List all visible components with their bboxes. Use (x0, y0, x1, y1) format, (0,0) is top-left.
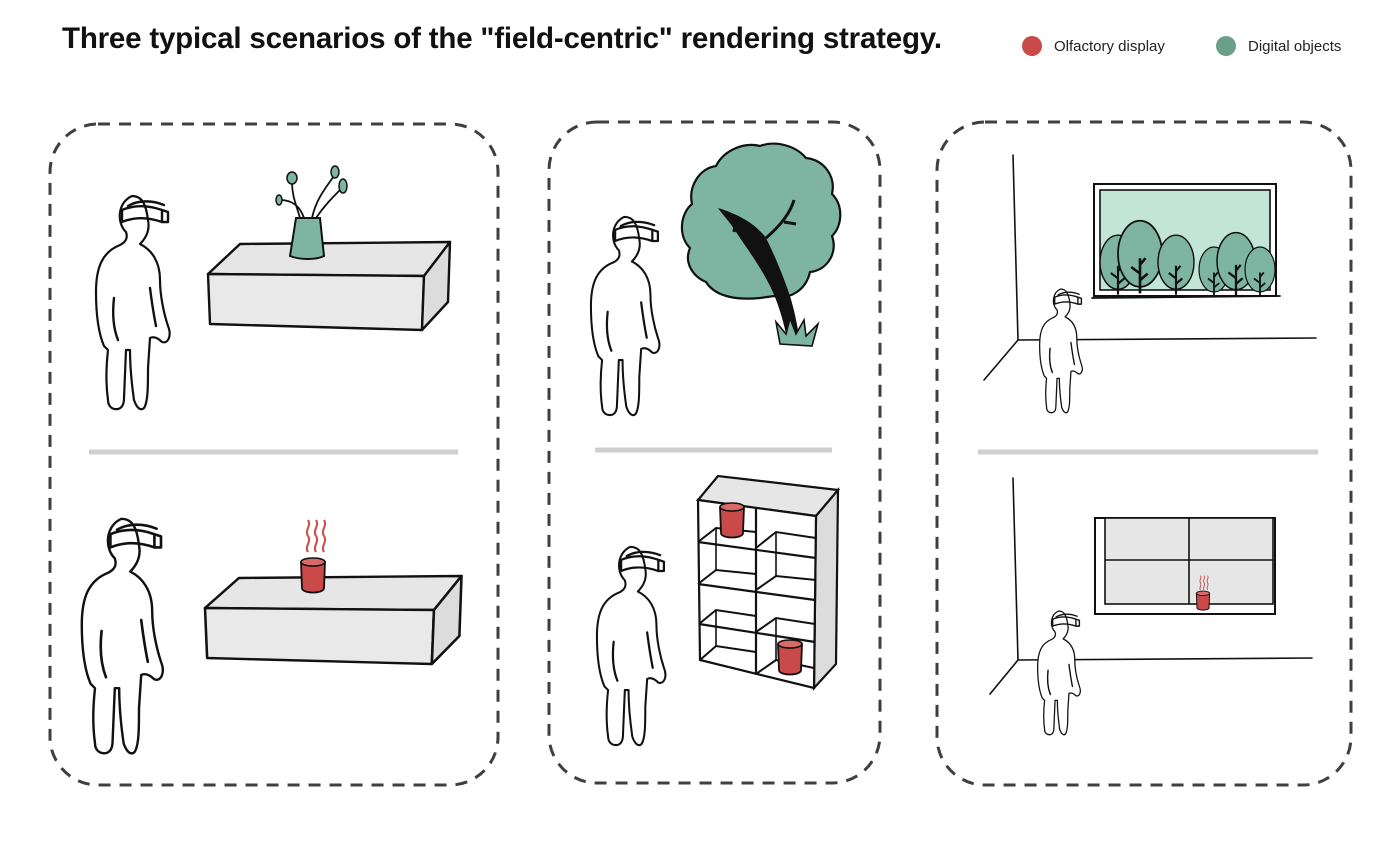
window-icon (1094, 517, 1276, 615)
figure-title: Three typical scenarios of the "field-ce… (62, 22, 942, 55)
person-vr-headset-icon (94, 194, 171, 411)
person-vr-headset-icon (595, 545, 667, 747)
legend-label: Digital objects (1248, 37, 1342, 55)
scent-cup-icon (777, 639, 803, 676)
person-vr-headset-icon (1038, 288, 1084, 414)
scenario-panel-1 (48, 122, 500, 787)
legend-label: Olfactory display (1054, 37, 1165, 55)
scenario-panel-3 (935, 120, 1353, 787)
table-icon (206, 240, 452, 332)
person-vr-headset-icon (80, 517, 165, 755)
scenario-panel-2 (547, 120, 882, 785)
steam-icon (305, 519, 327, 553)
scent-cup-icon (1195, 590, 1211, 611)
digital-plant-icon (275, 165, 348, 260)
bookshelf-icon (695, 474, 841, 691)
person-vr-headset-icon (589, 215, 661, 417)
legend-item-olfactory: Olfactory display (1022, 36, 1165, 56)
green-dot-icon (1216, 36, 1236, 56)
person-vr-headset-icon (1036, 610, 1082, 736)
scent-cup-icon (719, 502, 745, 539)
table-icon (203, 574, 463, 666)
scent-cup-icon (300, 557, 326, 594)
red-dot-icon (1022, 36, 1042, 56)
window-forest-icon (1091, 183, 1281, 299)
digital-tree-icon (680, 142, 842, 347)
legend-item-digital: Digital objects (1216, 36, 1341, 56)
